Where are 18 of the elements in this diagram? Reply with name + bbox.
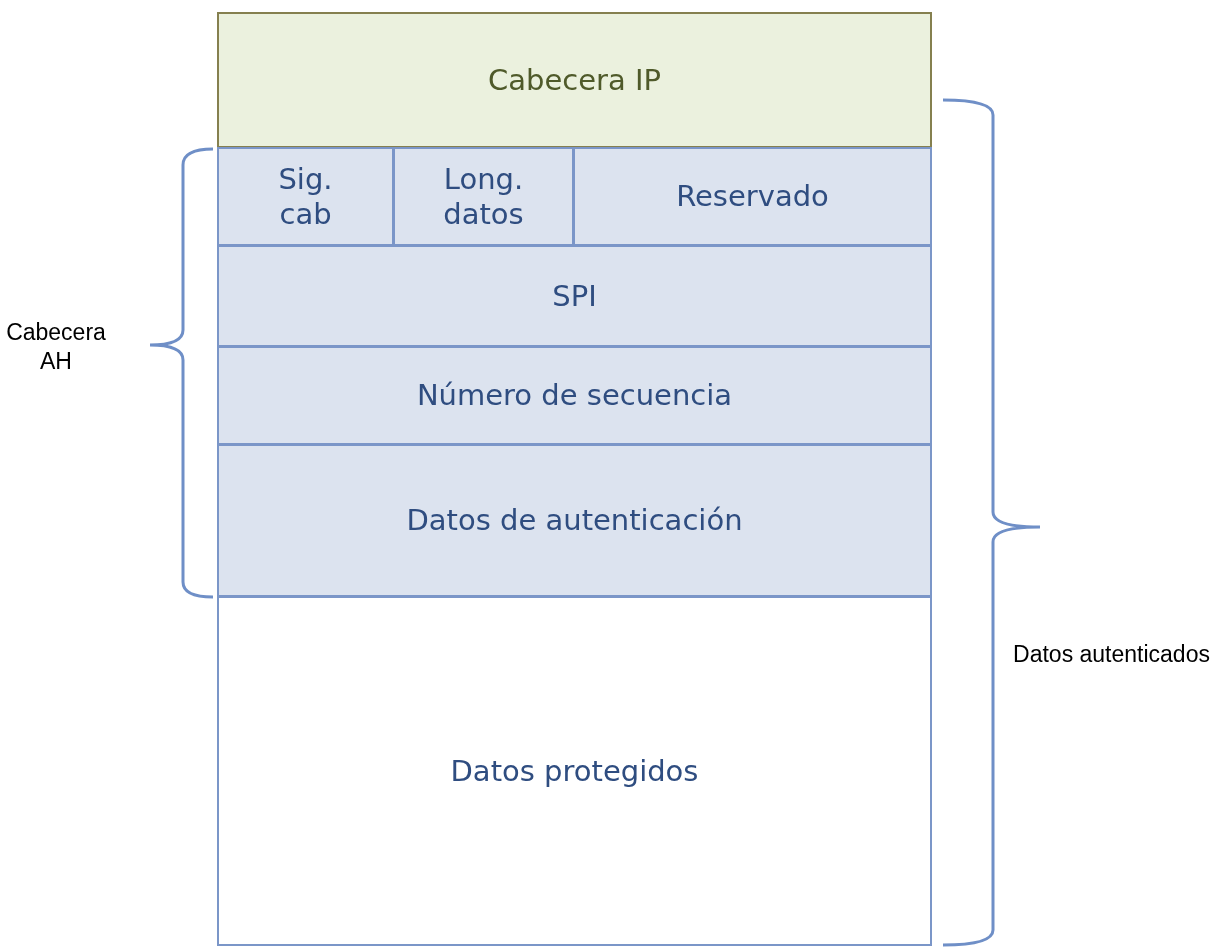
field-label: Long. datos — [442, 161, 525, 232]
field-label: Sig. cab — [277, 161, 334, 232]
field-label: Reservado — [676, 179, 829, 214]
bracket-label: Cabecera AH — [5, 318, 107, 376]
payload-field — [217, 596, 932, 946]
bracket-label: Datos autenticados — [1012, 640, 1211, 669]
header-field — [217, 12, 932, 148]
field-label: Cabecera IP — [488, 62, 661, 98]
field-label: Datos protegidos — [450, 753, 699, 789]
header-field — [217, 147, 394, 246]
header-field — [217, 346, 932, 445]
field-label: Datos de autenticación — [406, 503, 743, 538]
header-field — [217, 444, 932, 597]
header-field — [393, 147, 574, 246]
field-label: SPI — [552, 278, 597, 314]
field-label: Número de secuencia — [416, 378, 733, 413]
header-field — [217, 245, 932, 347]
header-field — [573, 147, 932, 246]
